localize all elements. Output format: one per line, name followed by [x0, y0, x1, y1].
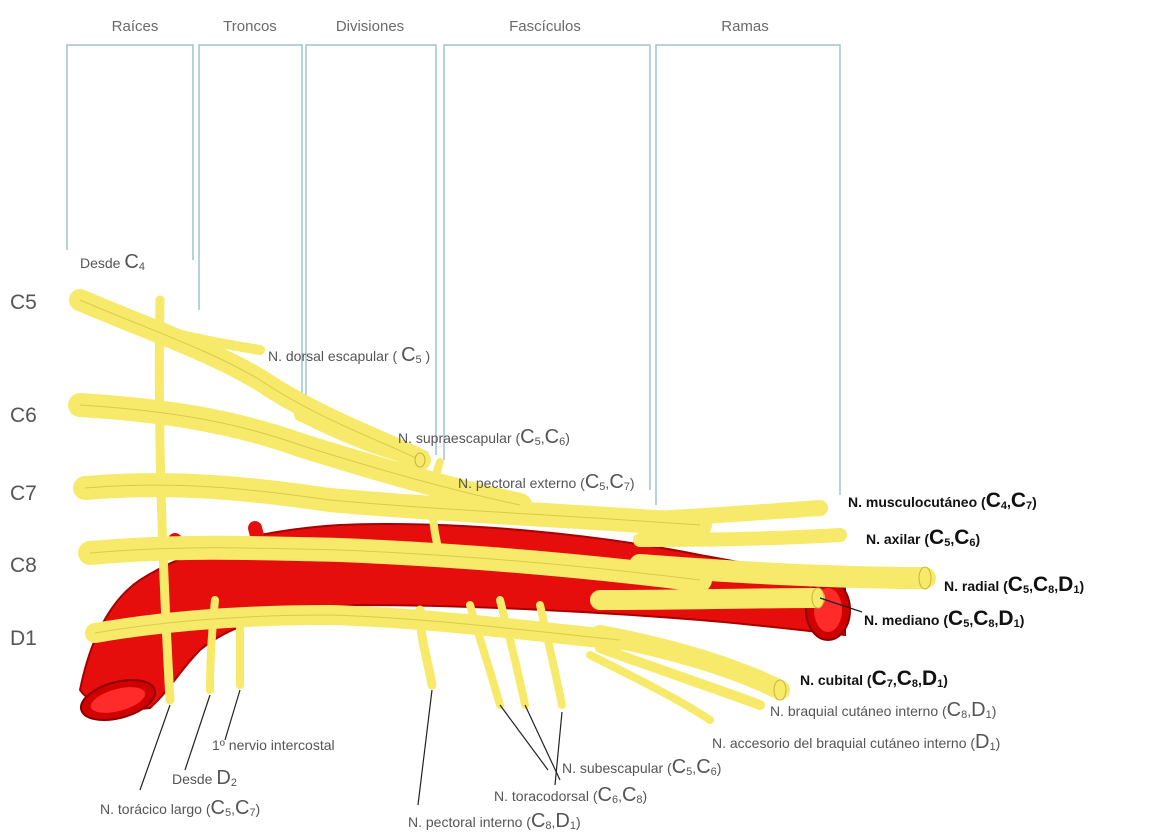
label-musculocutaneo: N. musculocutáneo (C4,C7) — [848, 490, 1037, 512]
bracket-divisiones — [306, 45, 436, 455]
bracket-raices — [67, 45, 193, 260]
nerve-trunks — [80, 300, 925, 720]
nerve-toracico-largo-b — [210, 600, 215, 690]
label-mediano: N. mediano (C5,C8,D1) — [864, 608, 1024, 630]
label-toracico-largo: N. torácico largo (C5,C7) — [100, 798, 260, 819]
root-label-c6: C6 — [10, 405, 37, 426]
nerve-toracodorsal — [540, 605, 562, 705]
label-cubital: N. cubital (C7,C8,D1) — [800, 668, 948, 690]
nerve-subescapular-b — [500, 600, 525, 705]
column-fasciculos: Fascículos — [470, 18, 620, 35]
label-supraescapular: N. supraescapular (C5,C6) — [398, 427, 570, 448]
supraescapular-end — [415, 453, 425, 467]
root-label-c7: C7 — [10, 483, 37, 504]
nerve-mediano — [600, 598, 815, 600]
column-troncos: Troncos — [205, 18, 295, 35]
column-ramas: Ramas — [690, 18, 800, 35]
label-pectoral-interno: N. pectoral interno (C8,D1) — [408, 811, 581, 832]
label-desde-c4: Desde C4 — [80, 252, 145, 273]
label-radial: N. radial (C5,C8,D1) — [944, 574, 1084, 596]
column-raices: Raíces — [90, 18, 180, 35]
label-desde-d2: Desde D2 — [172, 768, 237, 789]
column-divisiones: Divisiones — [310, 18, 430, 35]
nerve-axilar — [640, 535, 840, 540]
mediano-end — [812, 588, 824, 608]
cubital-end — [774, 680, 786, 700]
bracket-ramas — [656, 45, 840, 505]
root-label-d1: D1 — [10, 628, 37, 649]
root-label-c8: C8 — [10, 555, 37, 576]
label-dorsal-escapular: N. dorsal escapular ( C5 ) — [268, 345, 430, 366]
label-subescapular: N. subescapular (C5,C6) — [562, 757, 721, 778]
bracket-fasciculos — [444, 45, 650, 490]
nerve-radial — [640, 565, 925, 578]
root-label-c5: C5 — [10, 292, 37, 313]
label-axilar: N. axilar (C5,C6) — [866, 527, 980, 549]
label-intercostal: 1º nervio intercostal — [212, 738, 335, 752]
label-toracodorsal: N. toracodorsal (C6,C8) — [494, 785, 647, 806]
label-braquial-cutaneo: N. braquial cutáneo interno (C8,D1) — [770, 700, 996, 721]
label-pectoral-externo: N. pectoral externo (C5,C7) — [458, 472, 635, 493]
radial-end — [919, 567, 931, 589]
label-accesorio: N. accesorio del braquial cutáneo intern… — [712, 732, 1000, 753]
